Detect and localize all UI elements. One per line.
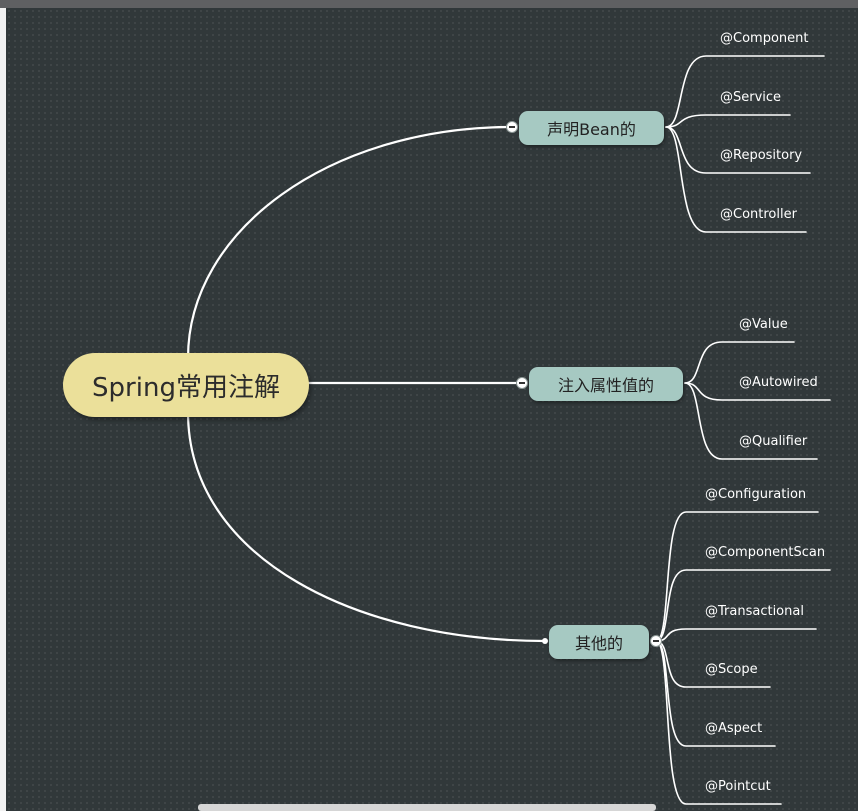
branch-topic-inject-value[interactable]: 注入属性值的 xyxy=(529,367,683,401)
collapse-toggle-branch-3[interactable] xyxy=(650,635,662,647)
branch-topic-declare-bean[interactable]: 声明Bean的 xyxy=(519,111,664,145)
link-end-dot-branch-3 xyxy=(542,638,548,644)
link-leaf-3-3 xyxy=(655,628,817,642)
leaf-topic[interactable]: @Qualifier xyxy=(739,434,808,449)
root-topic-label: Spring常用注解 xyxy=(92,372,280,403)
leaf-topic[interactable]: @Controller xyxy=(720,207,797,222)
link-leaf-2-2 xyxy=(684,382,831,401)
left-panel-edge xyxy=(0,8,6,811)
branch-topic-others[interactable]: 其他的 xyxy=(549,625,649,659)
horizontal-scrollbar[interactable] xyxy=(198,804,656,811)
leaf-topic[interactable]: @Scope xyxy=(705,662,758,677)
link-root-branch-3 xyxy=(186,410,547,643)
link-root-branch-1 xyxy=(186,125,514,360)
link-leaf-3-1 xyxy=(655,511,819,642)
leaf-topic[interactable]: @ComponentScan xyxy=(705,545,826,560)
branch-topic-label: 其他的 xyxy=(574,634,623,653)
leaf-topic[interactable]: @Component xyxy=(720,31,809,46)
link-leaf-1-2 xyxy=(665,114,791,128)
leaf-topic[interactable]: @Pointcut xyxy=(705,779,771,794)
leaf-topic[interactable]: @Service xyxy=(720,90,782,105)
leaf-topic[interactable]: @Value xyxy=(739,317,788,332)
leaf-topic[interactable]: @Transactional xyxy=(705,604,804,619)
link-leaf-2-3 xyxy=(684,382,818,460)
root-topic[interactable]: Spring常用注解 xyxy=(63,353,309,417)
link-leaf-2-1 xyxy=(684,341,795,384)
leaf-topic[interactable]: @Aspect xyxy=(705,721,763,736)
collapse-toggle-branch-1[interactable] xyxy=(506,121,518,133)
branch-topic-label: 声明Bean的 xyxy=(547,120,636,139)
link-leaf-1-3 xyxy=(665,126,811,174)
branch-topic-label: 注入属性值的 xyxy=(557,376,654,395)
window-top-bar xyxy=(0,0,858,8)
link-leaf-1-1 xyxy=(665,55,825,128)
link-leaf-3-6 xyxy=(655,640,782,805)
collapse-toggle-branch-2[interactable] xyxy=(516,377,528,389)
link-leaf-1-4 xyxy=(665,126,807,233)
leaf-topic[interactable]: @Configuration xyxy=(705,487,807,502)
leaf-topic[interactable]: @Repository xyxy=(720,148,803,163)
leaf-topic[interactable]: @Autowired xyxy=(739,375,818,390)
